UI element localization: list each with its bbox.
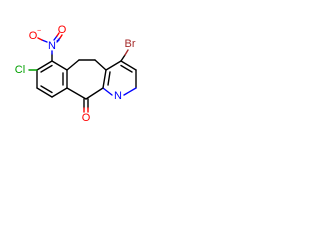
- bond: [120, 54, 126, 62]
- nitro-oxygen-single-label: O: [29, 30, 38, 42]
- bond: [102, 69, 107, 89]
- bond: [124, 49, 129, 56]
- bond: [51, 87, 68, 98]
- pyridine-ring: [102, 60, 137, 96]
- bond: [41, 39, 48, 43]
- nitro-oxygen-single-charge: −: [37, 28, 41, 35]
- bond: [51, 60, 68, 71]
- bromine-label: Br: [125, 38, 136, 50]
- molecule-structure-diagram: N + O − O Cl Br N O: [15, 24, 137, 124]
- bond: [36, 60, 53, 71]
- chlorine-label: Cl: [15, 64, 25, 76]
- benzene-ring: [36, 60, 68, 98]
- bond: [36, 87, 53, 98]
- bond: [59, 34, 63, 39]
- bond-double-inner: [107, 71, 111, 86]
- bond: [105, 60, 122, 71]
- nitro-oxygen-double-label: O: [58, 24, 67, 36]
- ketone-group: [83, 98, 89, 113]
- bond: [120, 60, 137, 71]
- bond: [123, 87, 137, 96]
- bond: [85, 87, 104, 100]
- nitro-nitrogen-charge: +: [56, 38, 60, 45]
- bond: [94, 59, 107, 71]
- bond-double-inner: [40, 85, 53, 94]
- bond-double-inner: [120, 64, 133, 73]
- bond: [102, 87, 113, 96]
- nitro-group: [37, 32, 63, 62]
- bond: [66, 87, 87, 100]
- bond-double-inner: [40, 64, 53, 73]
- ketone-oxygen-label: O: [82, 112, 91, 124]
- bond: [66, 59, 80, 71]
- bond: [53, 35, 58, 41]
- nitro-nitrogen-label: N: [48, 40, 56, 52]
- bond: [56, 32, 60, 37]
- bond: [37, 37, 43, 41]
- pyridine-nitrogen-label: N: [114, 90, 122, 102]
- cycloheptane-ring: [66, 59, 107, 100]
- bond: [56, 37, 61, 43]
